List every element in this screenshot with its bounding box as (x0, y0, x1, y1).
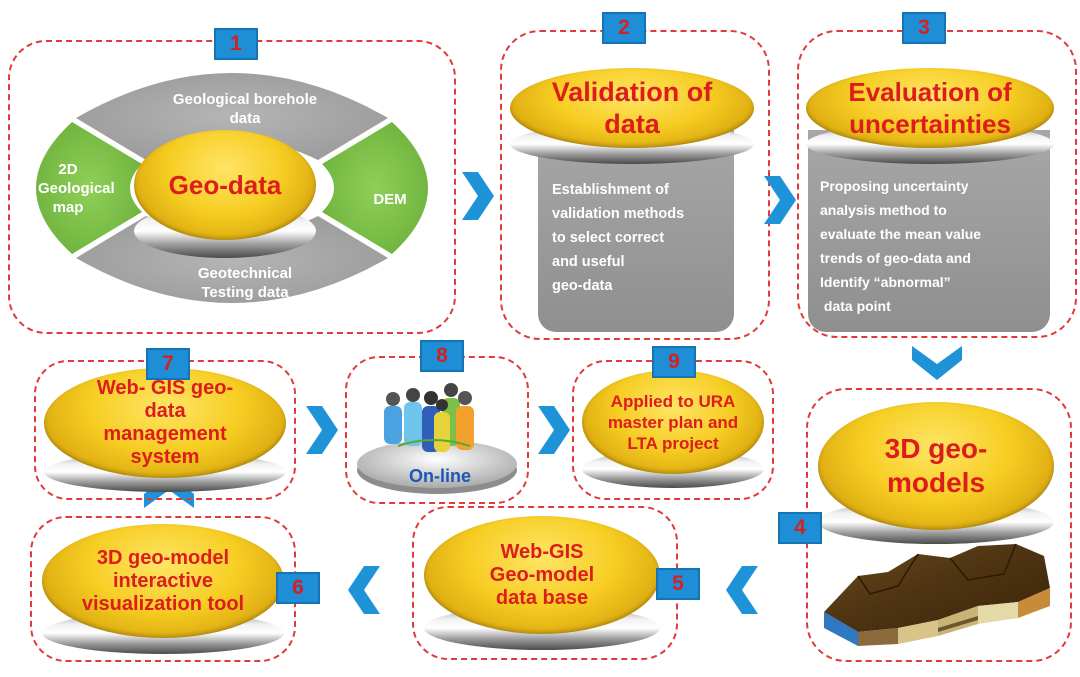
title-web-gis-management: Web- GIS geo-data management system (96, 377, 234, 468)
arrow-right-icon (764, 176, 796, 224)
label-dem: DEM (373, 191, 407, 208)
disc-web-gis-management: Web- GIS geo-data management system (44, 368, 286, 492)
disc-3d-geo-models: 3D geo-models (818, 402, 1054, 544)
online-users-icon (357, 383, 517, 494)
title-visualization-tool: 3D geo-model interactive visualization t… (81, 546, 245, 615)
disc-uncertainty: Evaluation of uncertainties (806, 68, 1054, 164)
validation-line-1: Establishment of (552, 182, 669, 198)
arrow-right-icon (538, 406, 570, 454)
number-badge-1: 1 (214, 28, 258, 60)
number-badge-6: 6 (276, 572, 320, 604)
title-geo-data: Geo-data (168, 169, 282, 200)
uncertainty-line-3: evaluate the mean value (820, 226, 982, 242)
title-validation: Validation of data (551, 77, 713, 139)
title-uncertainty: Evaluation of uncertainties (848, 77, 1012, 139)
disc-geo-data: Geo-data (134, 130, 316, 258)
validation-line-2: validation methods (552, 206, 685, 222)
uncertainty-line-6: data point (820, 298, 891, 314)
caption-online: On-line (409, 466, 471, 486)
arrow-right-icon (462, 172, 494, 220)
label-geological-map: 2D Geological map (38, 161, 115, 216)
card-validation: Establishment of validation methods to s… (538, 130, 734, 332)
sector-geological-map (36, 122, 142, 254)
sector-borehole (76, 73, 388, 160)
label-borehole: Geological borehole data (172, 91, 318, 127)
arrow-left-icon (348, 566, 380, 614)
disc-visualization-tool: 3D geo-model interactive visualization t… (42, 524, 284, 654)
arrow-left-icon (726, 566, 758, 614)
uncertainty-line-5: Identify “abnormal” (820, 274, 951, 290)
validation-line-5: geo-data (552, 278, 613, 294)
number-badge-5: 5 (656, 568, 700, 600)
uncertainty-line-4: trends of geo-data and (820, 250, 971, 266)
arrow-right-icon (306, 406, 338, 454)
validation-line-3: to select correct (552, 230, 665, 246)
disc-applied: Applied to URA master plan and LTA proje… (582, 370, 764, 488)
validation-line-4: and useful (552, 254, 625, 270)
label-geotechnical: Geotechnical Testing data (197, 265, 293, 301)
number-badge-3: 3 (902, 12, 946, 44)
disc-validation: Validation of data (510, 68, 754, 164)
title-3d-geo-models: 3D geo-models (884, 433, 988, 498)
number-badge-2: 2 (602, 12, 646, 44)
sector-dem (322, 122, 428, 254)
person-icon (384, 392, 402, 444)
number-badge-9: 9 (652, 346, 696, 378)
title-applied: Applied to URA master plan and LTA proje… (607, 391, 739, 453)
number-badge-7: 7 (146, 348, 190, 380)
uncertainty-line-2: analysis method to (820, 202, 947, 218)
3d-terrain-model-image (824, 543, 1050, 646)
arrow-down-icon (912, 346, 962, 380)
uncertainty-line-1: Proposing uncertainty (820, 178, 969, 194)
number-badge-8: 8 (420, 340, 464, 372)
number-badge-4: 4 (778, 512, 822, 544)
disc-web-gis-database: Web-GIS Geo-model data base (424, 516, 660, 650)
title-web-gis-database: Web-GIS Geo-model data base (489, 540, 595, 609)
